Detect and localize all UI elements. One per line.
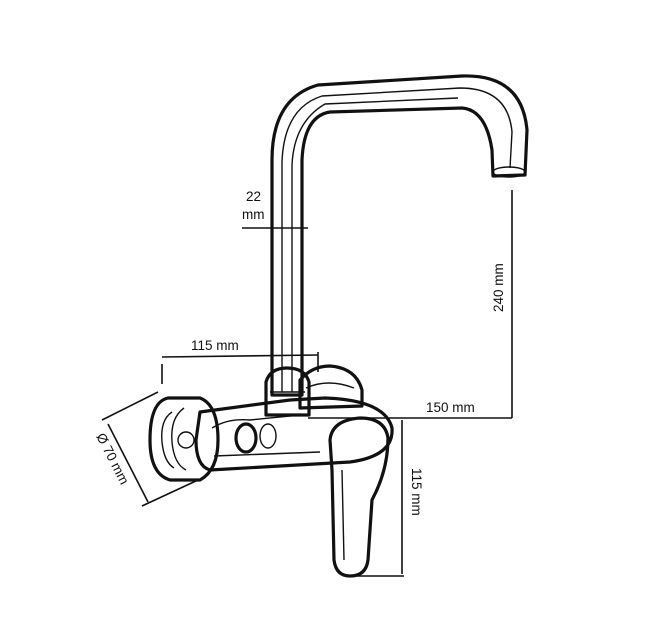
spout-height-label: 240 mm <box>491 263 506 312</box>
pipe-diameter-label-line2: mm <box>242 207 265 222</box>
pipe-diameter-label-line1: 22 <box>246 189 261 204</box>
lever-handle <box>328 416 390 578</box>
cartridge-cap <box>298 364 364 410</box>
lever-height-label: 115 mm <box>409 468 424 516</box>
mixer-body <box>194 396 394 472</box>
faucet-illustration <box>148 74 529 578</box>
body-width-label: 115 mm <box>191 338 239 353</box>
dimension-lines <box>101 190 513 577</box>
spout-reach-label: 150 mm <box>426 400 475 415</box>
spout <box>270 74 529 397</box>
wall-flange <box>148 396 220 482</box>
